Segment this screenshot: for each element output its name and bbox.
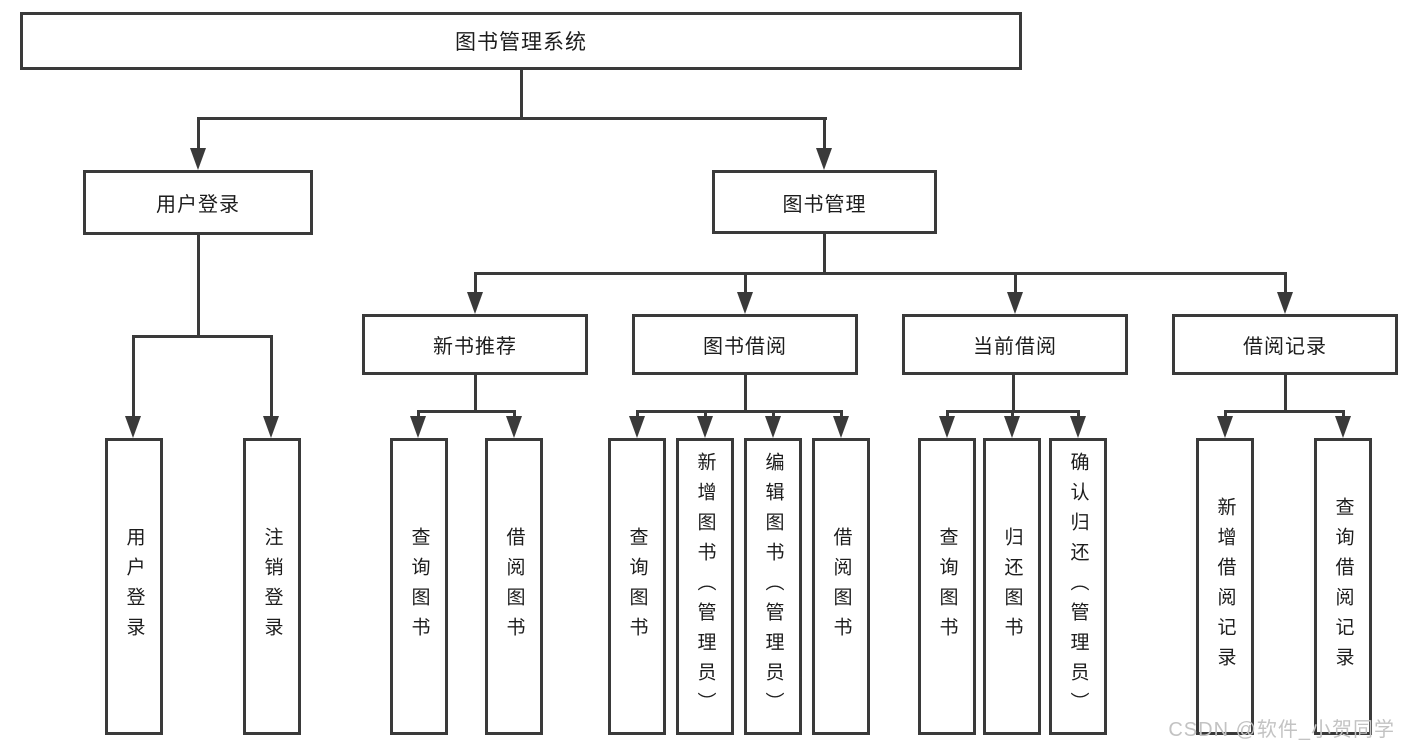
connector-drop-book-mgmt: [823, 117, 826, 150]
node-current-borrowing: 当前借阅: [902, 314, 1128, 375]
arrowhead-book-mgmt: [816, 148, 832, 170]
connector-drop-g5-1: [1224, 410, 1227, 420]
leaf-query-books-2-label: 查询图书: [626, 526, 648, 647]
node-new-book-recommend: 新书推荐: [362, 314, 588, 375]
arrowhead-g5-1: [1217, 416, 1233, 438]
connector-drop-leaf-logout: [270, 335, 273, 418]
connector-drop-current-borrow: [1014, 272, 1017, 294]
node-borrowing-records-label: 借阅记录: [1243, 336, 1327, 358]
node-book-borrowing: 图书借阅: [632, 314, 858, 375]
connector-new-book-bar: [417, 410, 516, 413]
leaf-borrow-books-1: 借阅图书: [485, 438, 543, 735]
leaf-borrow-books-1-label: 借阅图书: [503, 526, 525, 647]
connector-drop-user-login: [197, 117, 200, 150]
connector-drop-g5-2: [1342, 410, 1345, 420]
connector-drop-g3-2: [704, 410, 707, 420]
leaf-query-books-1: 查询图书: [390, 438, 448, 735]
arrowhead-g2-1: [410, 416, 426, 438]
node-book-management: 图书管理: [712, 170, 937, 234]
arrowhead-g5-2: [1335, 416, 1351, 438]
arrowhead-user-login: [190, 148, 206, 170]
node-root-label: 图书管理系统: [455, 31, 587, 54]
connector-book-borrow-bar: [636, 410, 842, 413]
node-root: 图书管理系统: [20, 12, 1022, 70]
connector-drop-g4-3: [1077, 410, 1080, 420]
connector-root-bar: [197, 117, 827, 120]
leaf-borrow-books-2-label: 借阅图书: [830, 526, 852, 647]
leaf-return-books: 归还图书: [983, 438, 1041, 735]
connector-current-borrow-trunk: [1012, 375, 1015, 413]
connector-drop-g3-3: [772, 410, 775, 420]
node-user-login: 用户登录: [83, 170, 313, 235]
leaf-add-borrow-record: 新增借阅记录: [1196, 438, 1254, 735]
leaf-user-login: 用户登录: [105, 438, 163, 735]
leaf-edit-books-admin-label: 编辑图书（管理员）: [762, 451, 784, 722]
leaf-query-books-1-label: 查询图书: [408, 526, 430, 647]
arrowhead-g3-3: [765, 416, 781, 438]
connector-drop-g2-2: [513, 410, 516, 420]
arrowhead-current-borrow: [1007, 292, 1023, 314]
leaf-query-borrow-record: 查询借阅记录: [1314, 438, 1372, 735]
leaf-query-books-2: 查询图书: [608, 438, 666, 735]
connector-drop-leaf-login: [132, 335, 135, 418]
leaf-edit-books-admin: 编辑图书（管理员）: [744, 438, 802, 735]
leaf-confirm-return-admin-label: 确认归还（管理员）: [1067, 451, 1089, 722]
arrowhead-leaf-logout: [263, 416, 279, 438]
arrowhead-g4-2: [1004, 416, 1020, 438]
node-borrowing-records: 借阅记录: [1172, 314, 1398, 375]
connector-drop-book-borrow: [744, 272, 747, 294]
leaf-logout: 注销登录: [243, 438, 301, 735]
csdn-watermark: CSDN @软件_小贺同学: [1168, 719, 1395, 741]
arrowhead-g3-2: [697, 416, 713, 438]
connector-borrow-records-bar: [1224, 410, 1344, 413]
node-book-borrowing-label: 图书借阅: [703, 336, 787, 358]
leaf-query-books-3-label: 查询图书: [936, 526, 958, 647]
leaf-confirm-return-admin: 确认归还（管理员）: [1049, 438, 1107, 735]
arrowhead-leaf-login: [125, 416, 141, 438]
connector-book-borrow-trunk: [744, 375, 747, 413]
connector-drop-g4-2: [1011, 410, 1014, 420]
leaf-user-login-label: 用户登录: [123, 526, 145, 647]
connector-user-login-bar: [132, 335, 273, 338]
connector-book-mgmt-trunk: [823, 234, 826, 275]
connector-root-trunk: [520, 70, 523, 117]
arrowhead-g4-1: [939, 416, 955, 438]
node-book-management-label: 图书管理: [782, 193, 867, 216]
connector-drop-g3-4: [840, 410, 843, 420]
arrowhead-new-book: [467, 292, 483, 314]
connector-new-book-trunk: [474, 375, 477, 413]
arrowhead-book-borrow: [737, 292, 753, 314]
connector-drop-borrow-records: [1284, 272, 1287, 294]
leaf-borrow-books-2: 借阅图书: [812, 438, 870, 735]
arrowhead-borrow-records: [1277, 292, 1293, 314]
leaf-query-books-3: 查询图书: [918, 438, 976, 735]
leaf-return-books-label: 归还图书: [1001, 526, 1023, 647]
leaf-query-borrow-record-label: 查询借阅记录: [1332, 496, 1354, 677]
connector-drop-g3-1: [636, 410, 639, 420]
node-user-login-label: 用户登录: [156, 194, 240, 216]
connector-drop-new-book: [474, 272, 477, 294]
connector-drop-g2-1: [417, 410, 420, 420]
connector-borrow-records-trunk: [1284, 375, 1287, 413]
arrowhead-g3-4: [833, 416, 849, 438]
leaf-add-books-admin-label: 新增图书（管理员）: [694, 451, 716, 722]
leaf-add-books-admin: 新增图书（管理员）: [676, 438, 734, 735]
arrowhead-g4-3: [1070, 416, 1086, 438]
node-new-book-recommend-label: 新书推荐: [433, 336, 517, 358]
connector-book-mgmt-bar: [474, 272, 1286, 275]
arrowhead-g2-2: [506, 416, 522, 438]
arrowhead-g3-1: [629, 416, 645, 438]
connector-user-login-trunk: [197, 235, 200, 338]
leaf-logout-label: 注销登录: [261, 526, 283, 647]
node-current-borrowing-label: 当前借阅: [973, 336, 1057, 358]
connector-drop-g4-1: [946, 410, 949, 420]
leaf-add-borrow-record-label: 新增借阅记录: [1214, 496, 1236, 677]
